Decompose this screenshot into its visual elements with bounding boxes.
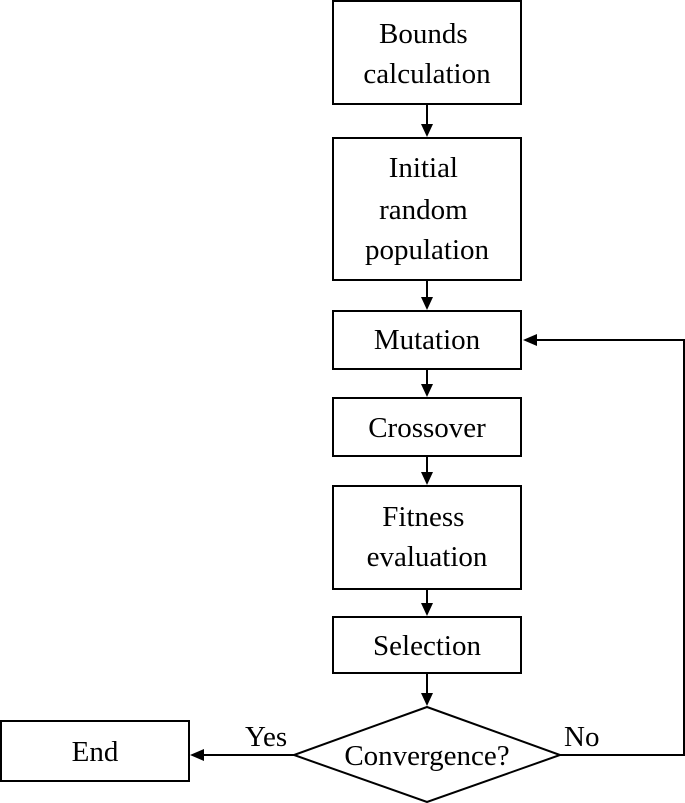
crossover-box <box>332 397 522 457</box>
arrow-crossover-to-fitness <box>421 456 433 485</box>
arrow-initial-to-mutation <box>421 280 433 310</box>
convergence-decision-diamond <box>291 705 563 803</box>
mutation-label: Mutation <box>374 324 481 356</box>
bounds-calculation-box <box>332 0 522 105</box>
arrow-mutation-to-crossover <box>421 369 433 397</box>
end-box <box>0 720 190 782</box>
arrow-fitness-to-selection <box>421 589 433 616</box>
arrow-convergence-no-to-mutation <box>523 334 685 756</box>
no-edge-label: No <box>564 721 599 753</box>
selection-label: Selection <box>373 630 481 662</box>
bounds-calculation-label: Bounds calculation <box>363 18 491 90</box>
arrow-convergence-yes-to-end <box>190 749 294 761</box>
crossover-label: Crossover <box>368 412 486 444</box>
arrow-bounds-to-initial <box>421 104 433 137</box>
mutation-box <box>332 310 522 370</box>
arrow-selection-to-convergence <box>421 673 433 706</box>
end-label: End <box>72 736 119 768</box>
yes-edge-label: Yes <box>245 721 287 753</box>
initial-random-population-label: Initial random population <box>365 152 490 266</box>
initial-random-population-box <box>332 137 522 281</box>
convergence-label: Convergence? <box>344 740 509 772</box>
fitness-evaluation-label: Fitness evaluation <box>367 501 488 573</box>
